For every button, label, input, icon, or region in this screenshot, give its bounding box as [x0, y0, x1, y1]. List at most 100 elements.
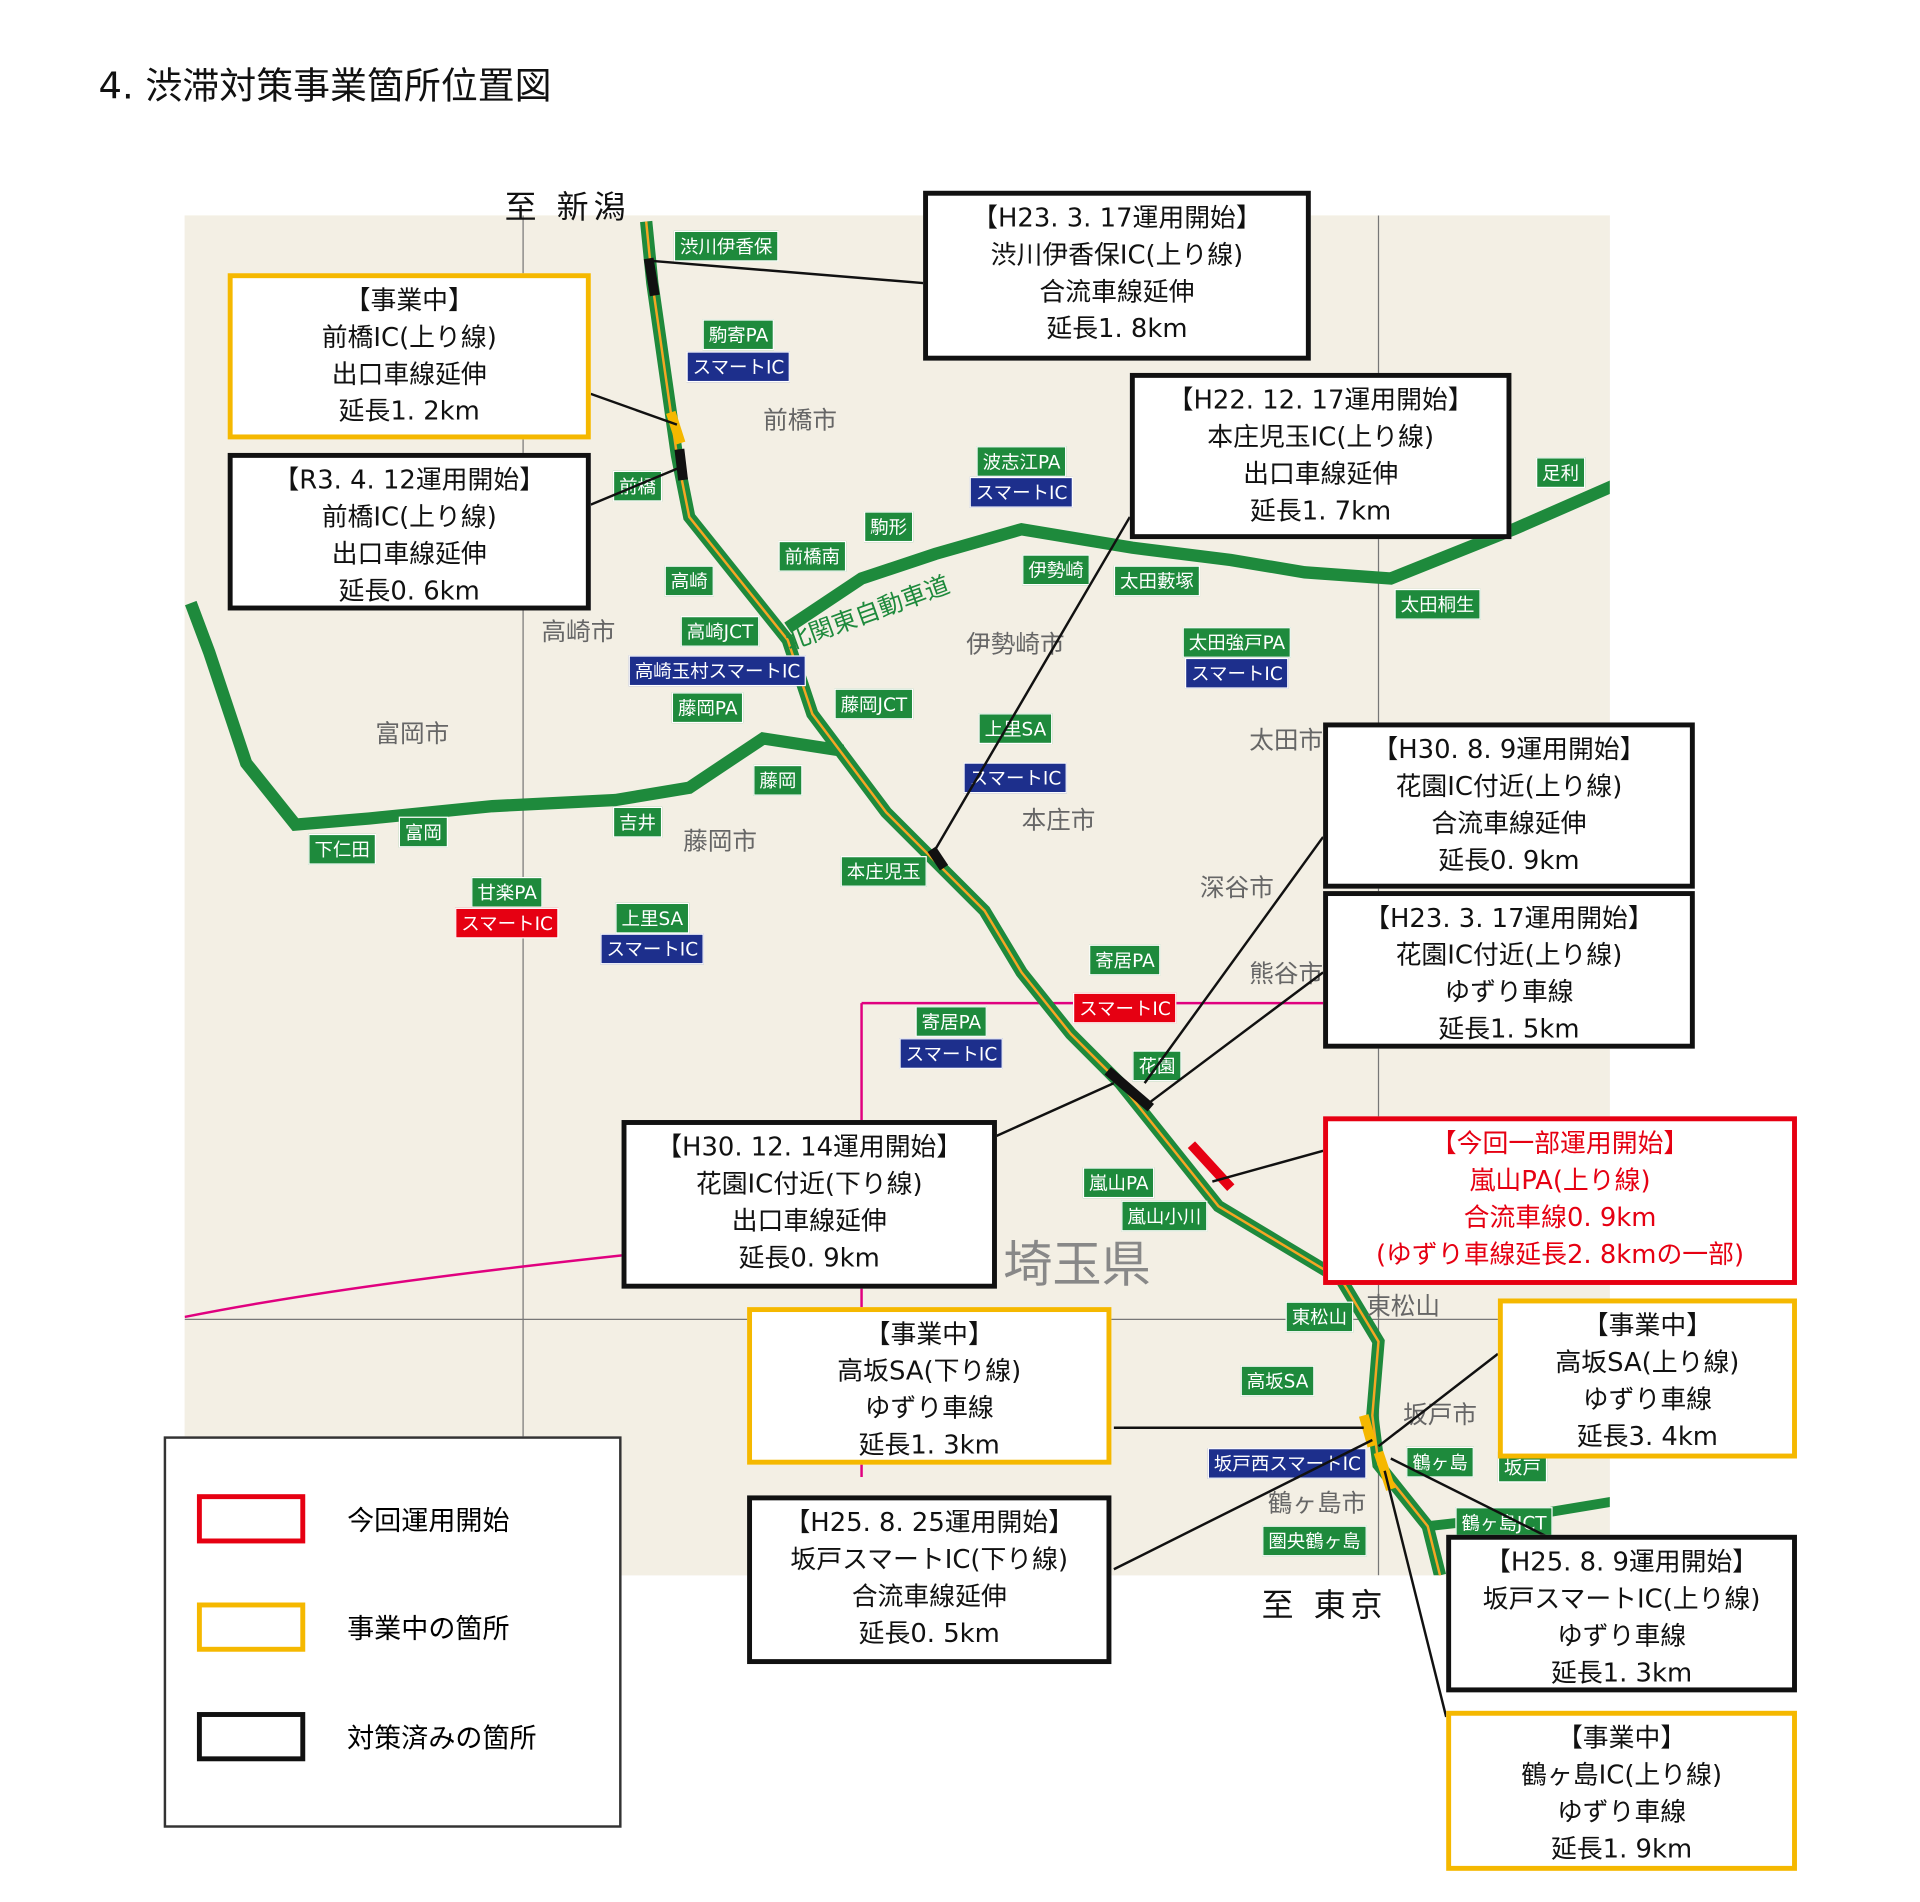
interchange-label[interactable]: 本庄児玉	[840, 856, 927, 887]
section-new	[1187, 1141, 1235, 1192]
legend-label: 今回運用開始	[347, 1506, 510, 1538]
callout-box: 【H23. 3. 17運用開始】花園IC付近(上り線)ゆずり車線延長1. 5km	[1323, 891, 1695, 1049]
callout-box: 【H23. 3. 17運用開始】渋川伊香保IC(上り線)合流車線延伸延長1. 8…	[923, 190, 1311, 361]
callout-location: 花園IC付近(下り線)	[695, 1169, 923, 1199]
interchange-label[interactable]: 富岡	[398, 816, 449, 848]
interchange-label[interactable]: 高坂SA	[1240, 1365, 1315, 1397]
callout-location: 坂戸スマートIC(下り線)	[790, 1544, 1069, 1575]
interchange-label[interactable]: 下仁田	[308, 833, 377, 865]
callout-box: 【今回一部運用開始】嵐山PA(上り線)合流車線0. 9km(ゆずり車線延長2. …	[1323, 1116, 1797, 1285]
callout-work: 出口車線延伸	[331, 359, 487, 389]
callout-box: 【H30. 12. 14運用開始】花園IC付近(下り線)出口車線延伸延長0. 9…	[621, 1120, 997, 1289]
legend-item-in-progress: 事業中の箇所	[196, 1602, 510, 1652]
callout-box: 【事業中】高坂SA(上り線)ゆずり車線延長3. 4km	[1497, 1298, 1797, 1459]
callout-length: 延長1. 3km	[858, 1430, 1000, 1460]
destination-north: 至 新潟	[504, 189, 631, 227]
interchange-label[interactable]: スマートIC	[899, 1038, 1004, 1069]
interchange-label[interactable]: 上里SA	[615, 902, 690, 934]
callout-work: ゆずり車線	[1556, 1796, 1687, 1827]
callout-work: 合流車線延伸	[1431, 808, 1587, 839]
callout-location: 鶴ヶ島IC(上り線)	[1521, 1760, 1723, 1790]
interchange-label[interactable]: 嵐山小川	[1121, 1200, 1208, 1232]
city-name: 本庄市	[1021, 804, 1096, 835]
callout-length: (ゆずり車線延長2. 8kmの一部)	[1375, 1239, 1745, 1269]
city-name: 埼玉県	[1003, 1236, 1151, 1294]
interchange-label[interactable]: 甘楽PA	[471, 876, 544, 908]
interchange-label[interactable]: 東松山	[1285, 1301, 1354, 1333]
joshinetsu-expressway	[185, 600, 845, 832]
interchange-label[interactable]: 太田強戸PA	[1182, 627, 1292, 658]
interchange-label[interactable]: 渋川伊香保	[673, 230, 779, 262]
callout-length: 延長0. 9km	[738, 1243, 880, 1273]
interchange-label[interactable]: 伊勢崎	[1022, 554, 1090, 586]
callout-work: 合流車線延伸	[1039, 276, 1195, 307]
legend-item-new: 今回運用開始	[196, 1494, 510, 1544]
callout-status: 【事業中】	[1556, 1723, 1687, 1753]
interchange-label[interactable]: 駒形	[864, 511, 914, 543]
legend: 今回運用開始 事業中の箇所 対策済みの箇所	[163, 1436, 622, 1828]
interchange-label[interactable]: 太田桐生	[1394, 588, 1481, 620]
destination-south: 至 東京	[1261, 1587, 1388, 1625]
interchange-label[interactable]: 駒寄PA	[702, 319, 775, 351]
callout-length: 延長0. 5km	[858, 1618, 1000, 1649]
callout-location: 渋川伊香保IC(上り線)	[990, 240, 1244, 270]
legend-item-completed: 対策済みの箇所	[196, 1712, 537, 1762]
interchange-label[interactable]: スマートIC	[600, 933, 705, 965]
interchange-label[interactable]: スマートIC	[963, 762, 1068, 794]
interchange-label[interactable]: 鶴ヶ島JCT	[1455, 1507, 1553, 1538]
callout-box: 【H25. 8. 9運用開始】坂戸スマートIC(上り線)ゆずり車線延長1. 3k…	[1446, 1534, 1797, 1693]
callout-length: 延長1. 3km	[1550, 1657, 1693, 1688]
interchange-label[interactable]: 上里SA	[978, 713, 1053, 745]
interchange-label[interactable]: 鶴ヶ島	[1406, 1446, 1474, 1478]
callout-length: 延長1. 8km	[1046, 313, 1188, 344]
callout-status: 【H30. 12. 14運用開始】	[656, 1132, 963, 1162]
interchange-label[interactable]: 寄居PA	[915, 1006, 988, 1037]
page-title: 4. 渋滞対策事業箇所位置図	[98, 65, 552, 109]
callout-location: 高坂SA(下り線)	[837, 1356, 1022, 1386]
interchange-label[interactable]: 波志江PA	[976, 446, 1067, 477]
interchange-label[interactable]: 坂戸西スマートIC	[1207, 1448, 1368, 1479]
interchange-label[interactable]: 嵐山PA	[1082, 1167, 1155, 1199]
callout-location: 花園IC付近(上り線)	[1395, 771, 1623, 802]
interchange-label[interactable]: 藤岡PA	[671, 692, 744, 724]
interchange-label[interactable]: 吉井	[612, 806, 663, 838]
interchange-label[interactable]: スマートIC	[1072, 992, 1177, 1024]
city-name: 高崎市	[541, 616, 616, 647]
interchange-label[interactable]: スマートIC	[455, 907, 560, 939]
callout-length: 延長1. 2km	[338, 396, 480, 426]
city-name: 前橋市	[763, 404, 837, 435]
callout-status: 【H22. 12. 17運用開始】	[1167, 385, 1474, 415]
callout-work: ゆずり車線	[864, 1393, 994, 1423]
expressway-centerline	[644, 221, 1442, 1576]
callout-work: ゆずり車線	[1444, 977, 1574, 1007]
interchange-label[interactable]: 圏央鶴ヶ島	[1262, 1525, 1367, 1557]
interchange-label[interactable]: 高崎JCT	[680, 616, 760, 647]
callout-length: 延長0. 9km	[1438, 845, 1580, 876]
interchange-label[interactable]: 前橋南	[778, 540, 847, 572]
legend-swatch	[196, 1494, 306, 1544]
city-name: 坂戸市	[1403, 1399, 1477, 1429]
interchange-label[interactable]: 足利	[1536, 457, 1586, 489]
callout-work: 出口車線延伸	[331, 539, 487, 569]
callout-box: 【R3. 4. 12運用開始】前橋IC(上り線)出口車線延伸延長0. 6km	[227, 452, 591, 611]
interchange-label[interactable]: 藤岡JCT	[834, 688, 914, 720]
interchange-label[interactable]: スマートIC	[686, 351, 791, 383]
callout-location: 前橋IC(上り線)	[321, 322, 497, 353]
callout-status: 【事業中】	[1582, 1310, 1713, 1341]
interchange-label[interactable]: スマートIC	[1184, 657, 1289, 689]
city-name: 東松山	[1366, 1291, 1441, 1321]
callout-work: ゆずり車線	[1582, 1384, 1713, 1415]
interchange-label[interactable]: 高崎	[664, 565, 714, 597]
interchange-label[interactable]: スマートIC	[969, 476, 1074, 508]
interchange-label[interactable]: 寄居PA	[1089, 944, 1161, 976]
callout-location: 嵐山PA(上り線)	[1469, 1165, 1651, 1196]
interchange-label[interactable]: 太田藪塚	[1113, 565, 1201, 597]
interchange-label[interactable]: 高崎玉村スマートIC	[628, 655, 807, 687]
interchange-label[interactable]: 藤岡	[753, 764, 803, 796]
callout-location: 前橋IC(上り線)	[321, 502, 497, 532]
callout-length: 延長1. 9km	[1550, 1833, 1693, 1864]
callout-status: 【H25. 8. 9運用開始】	[1484, 1547, 1759, 1577]
section-completed	[643, 257, 1155, 1112]
callout-box: 【事業中】前橋IC(上り線)出口車線延伸延長1. 2km	[227, 273, 591, 440]
city-name: 富岡市	[375, 718, 450, 749]
